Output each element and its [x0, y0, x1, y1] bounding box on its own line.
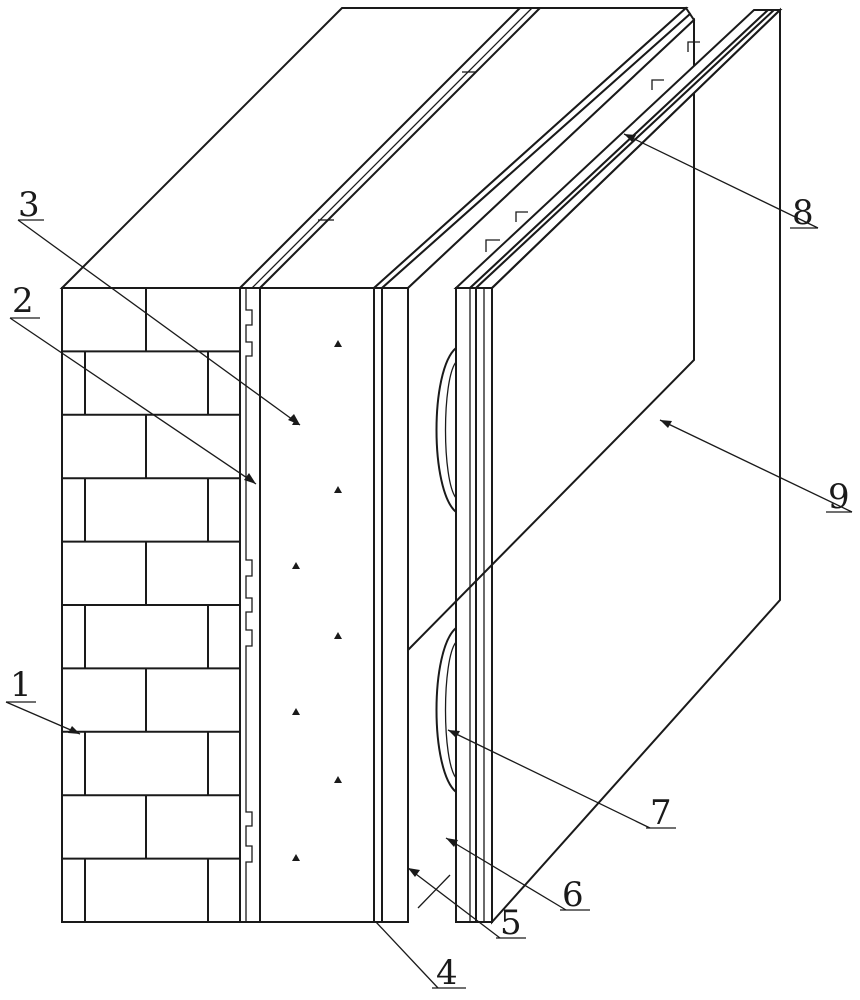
- callout-labels: 3 2 1 4 5 6 7 8 9: [10, 185, 850, 993]
- layer-4: [373, 287, 383, 923]
- outer-panel: [435, 7, 783, 925]
- layer-5: [381, 287, 409, 923]
- label-7: 7: [650, 793, 672, 833]
- anchor-mark: [334, 632, 342, 639]
- anchor-mark: [292, 854, 300, 861]
- top-faces: [59, 6, 696, 289]
- label-5: 5: [500, 903, 522, 943]
- anchor-mark: [334, 486, 342, 493]
- insulation-board: [259, 287, 375, 923]
- anchor-mark: [292, 708, 300, 715]
- label-3: 3: [18, 185, 40, 225]
- leader-lines: [5, 133, 853, 989]
- label-6: 6: [562, 875, 584, 915]
- anchor-mark: [334, 776, 342, 783]
- anchor-mark: [334, 340, 342, 347]
- anchor-mark: [292, 562, 300, 569]
- label-9: 9: [828, 477, 850, 517]
- label-8: 8: [792, 193, 814, 233]
- label-1: 1: [10, 665, 32, 705]
- brick-wall: [61, 287, 241, 923]
- label-2: 2: [12, 281, 34, 321]
- label-4: 4: [436, 953, 458, 993]
